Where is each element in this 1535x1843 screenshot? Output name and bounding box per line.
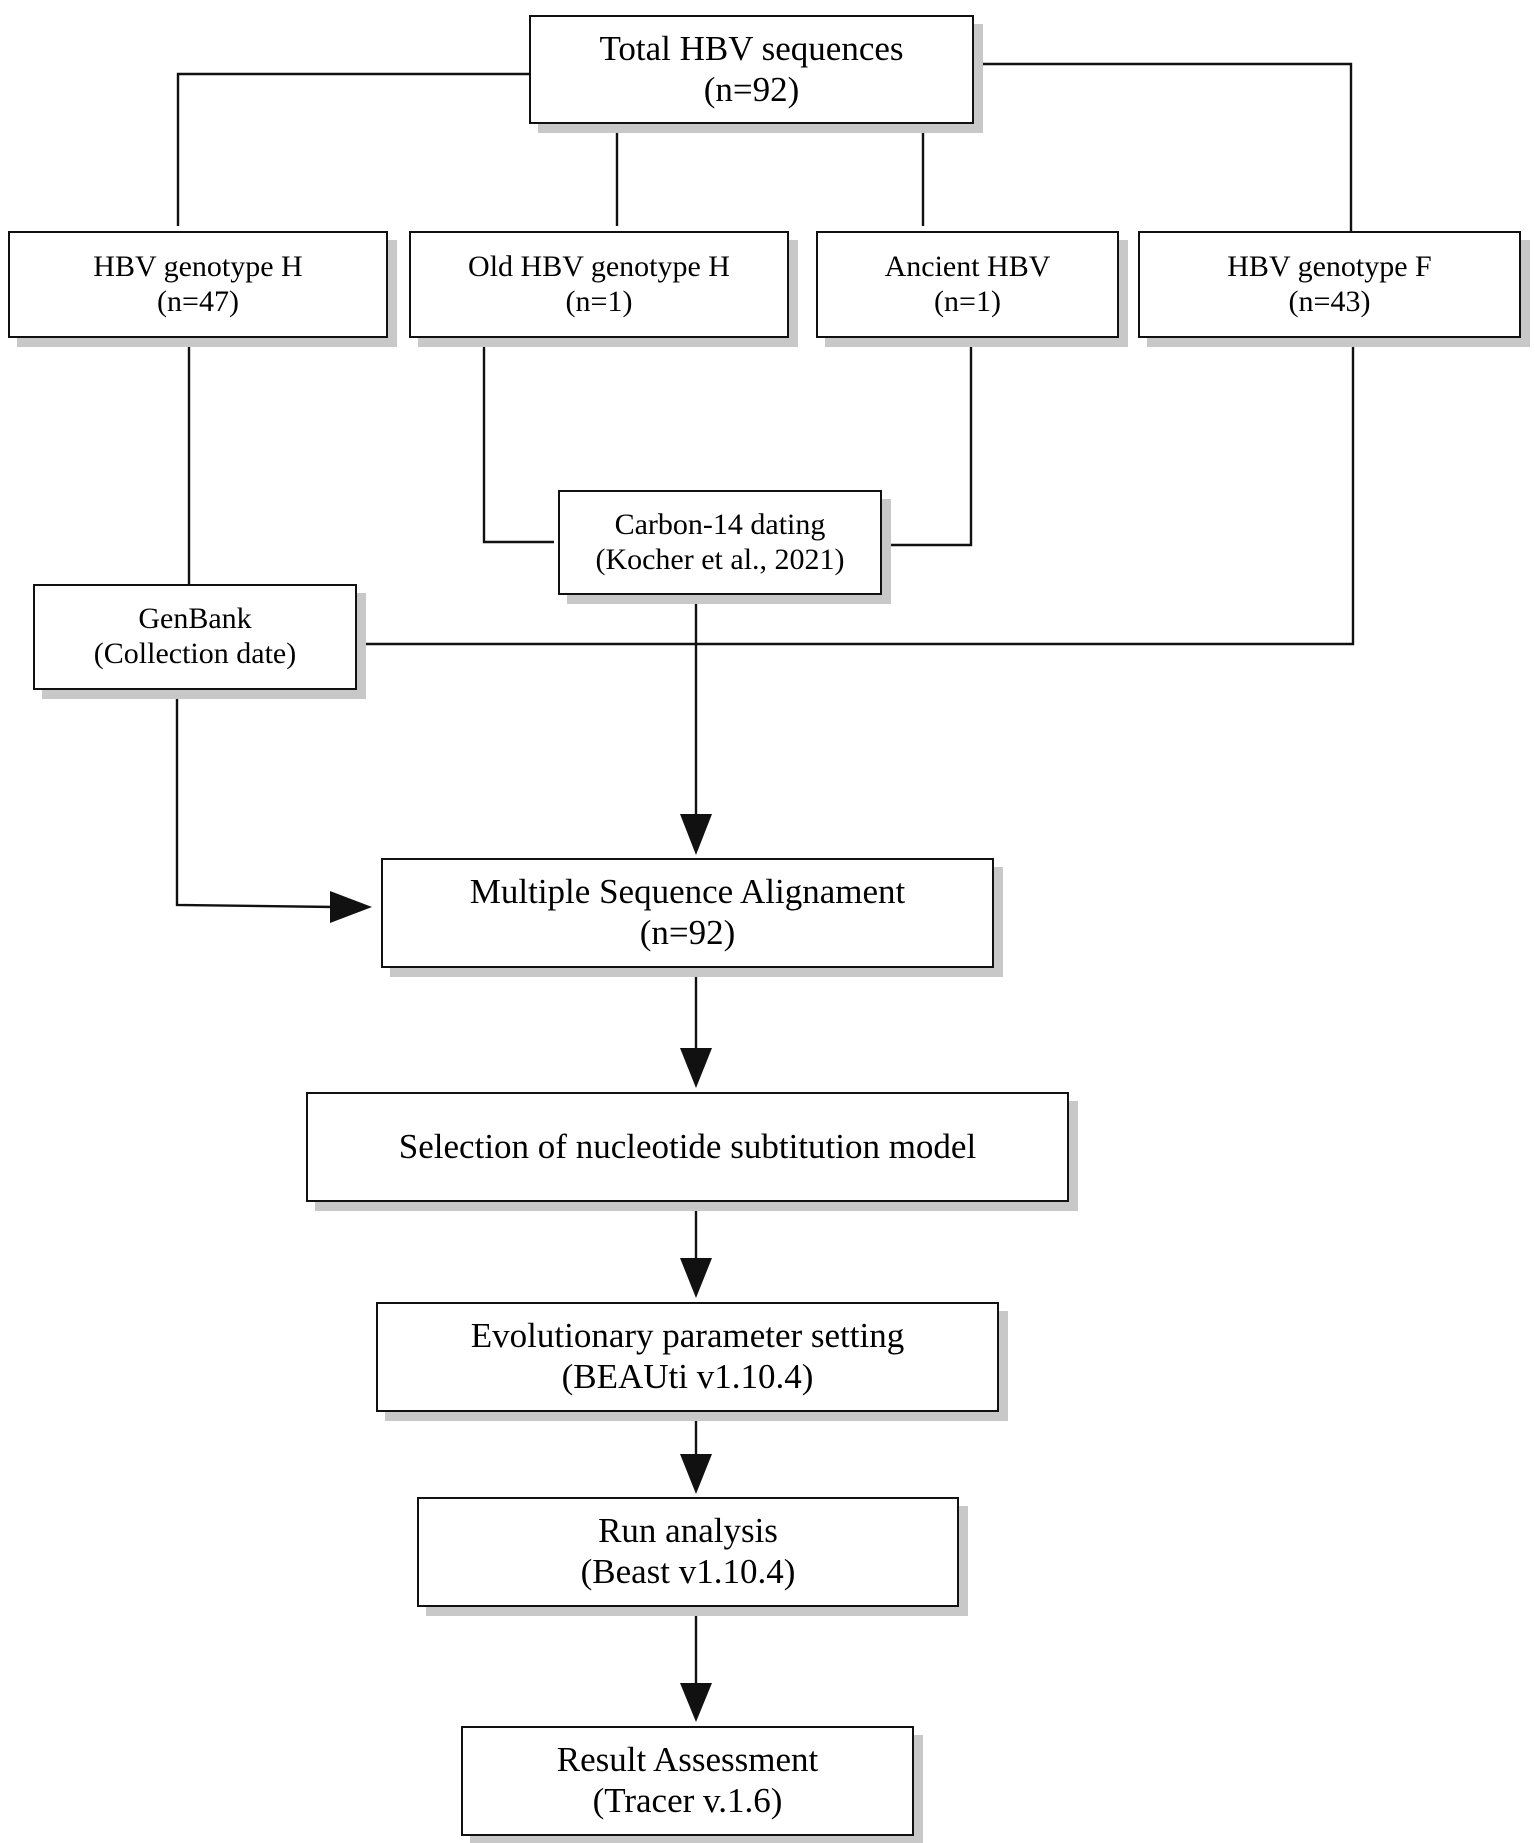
carbon-14-dating-box: Carbon-14 dating (Kocher et al., 2021)	[558, 490, 882, 595]
arrowhead-model-to-evo	[680, 1258, 712, 1298]
ancient-hbv-box: Ancient HBV (n=1)	[816, 231, 1119, 338]
carbon-14-dating-label: Carbon-14 dating	[614, 507, 826, 541]
hbv-genotype-f-label: HBV genotype F	[1227, 249, 1432, 283]
ancient-hbv-label: Ancient HBV	[884, 249, 1051, 283]
arrowhead-evo-to-run	[680, 1454, 712, 1494]
arrow-genbank-to-msa	[175, 697, 336, 909]
arrowhead-genbank-to-msa	[330, 891, 372, 923]
substitution-model-selection-label: Selection of nucleotide subtitution mode…	[398, 1126, 977, 1166]
multiple-sequence-alignment-count: (n=92)	[639, 913, 736, 952]
hbv-genotype-f-box: HBV genotype F (n=43)	[1138, 231, 1521, 338]
evolutionary-parameter-setting-label: Evolutionary parameter setting	[470, 1316, 905, 1356]
old-hbv-genotype-h-box: Old HBV genotype H (n=1)	[409, 231, 789, 338]
hbv-genotype-h-box: HBV genotype H (n=47)	[8, 231, 388, 338]
connector-f-to-genbank	[357, 345, 1355, 646]
genbank-collection-date: (Collection date)	[93, 637, 297, 670]
substitution-model-selection-box: Selection of nucleotide subtitution mode…	[306, 1092, 1069, 1202]
old-hbv-genotype-h-count: (n=1)	[565, 284, 633, 318]
genbank-box: GenBank (Collection date)	[33, 584, 357, 690]
old-hbv-genotype-h-label: Old HBV genotype H	[468, 249, 730, 283]
total-hbv-sequences-box: Total HBV sequences (n=92)	[529, 15, 974, 124]
evolutionary-parameter-setting-tool: (BEAUti v1.10.4)	[561, 1357, 814, 1396]
arrowhead-msa-to-model	[680, 1048, 712, 1088]
carbon-14-dating-source: (Kocher et al., 2021)	[595, 542, 845, 576]
result-assessment-tool: (Tracer v.1.6)	[592, 1781, 783, 1820]
multiple-sequence-alignment-label: Multiple Sequence Alignament	[469, 872, 906, 912]
hbv-genotype-h-count: (n=47)	[157, 284, 239, 318]
connector-oldh-to-carbon	[482, 345, 554, 544]
total-hbv-sequences-label: Total HBV sequences	[599, 28, 904, 68]
arrowhead-run-to-result	[680, 1683, 712, 1722]
connector-ancient-to-carbon	[882, 345, 973, 547]
connector-total-to-f	[974, 62, 1353, 231]
run-analysis-label: Run analysis	[598, 1511, 778, 1551]
hbv-genotype-f-count: (n=43)	[1288, 284, 1371, 318]
ancient-hbv-count: (n=1)	[934, 284, 1001, 318]
result-assessment-box: Result Assessment (Tracer v.1.6)	[461, 1726, 914, 1836]
connector-total-to-h	[176, 72, 529, 226]
multiple-sequence-alignment-box: Multiple Sequence Alignament (n=92)	[381, 858, 994, 968]
hbv-genotype-h-label: HBV genotype H	[93, 249, 303, 283]
result-assessment-label: Result Assessment	[556, 1740, 819, 1780]
run-analysis-box: Run analysis (Beast v1.10.4)	[417, 1497, 959, 1607]
total-hbv-sequences-count: (n=92)	[703, 69, 800, 109]
evolutionary-parameter-setting-box: Evolutionary parameter setting (BEAUti v…	[376, 1302, 999, 1412]
arrowhead-carbon-to-msa	[680, 814, 712, 855]
run-analysis-tool: (Beast v1.10.4)	[580, 1552, 796, 1591]
genbank-label: GenBank	[138, 602, 252, 636]
